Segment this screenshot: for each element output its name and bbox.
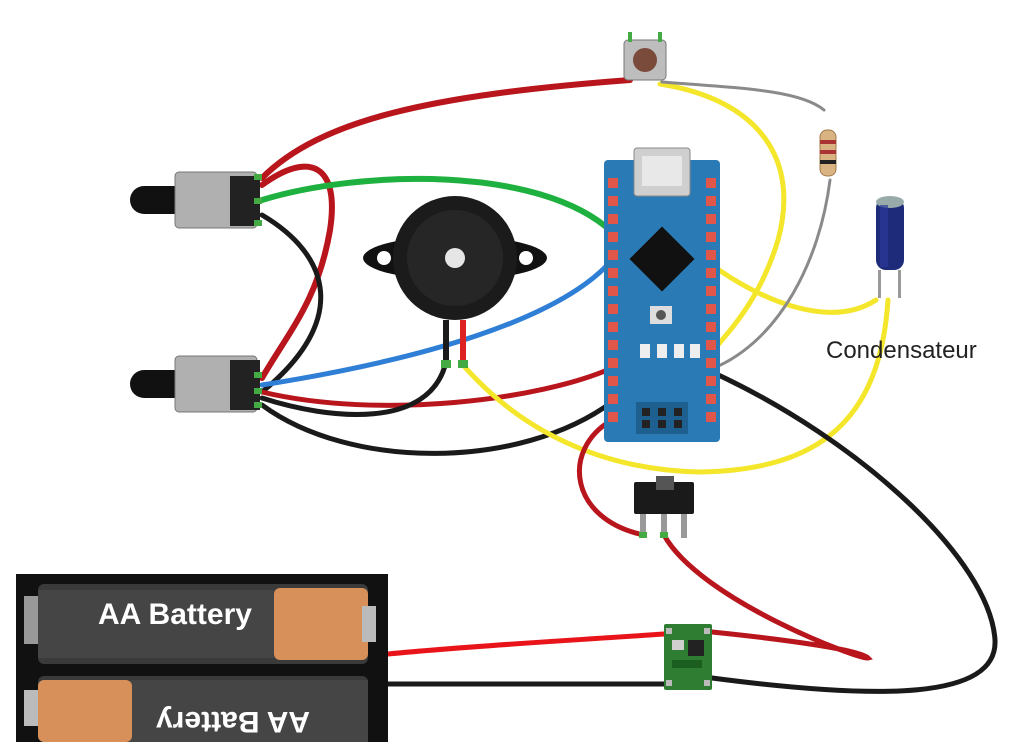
potentiometer-top <box>130 171 262 229</box>
wires <box>259 77 998 694</box>
wire-red-pot-button <box>259 77 633 181</box>
capacitor-label: Condensateur <box>826 337 977 364</box>
battery-cell-top: AA Battery <box>24 584 376 664</box>
nano-right-pins <box>706 178 716 422</box>
wire-black-pot-buzzer <box>259 359 449 417</box>
wire-red-pot-link <box>259 163 335 381</box>
battery-label-bottom: AA Battery <box>156 705 310 738</box>
nano-left-pins <box>608 178 618 422</box>
wire-gray-button-resistor <box>660 80 826 112</box>
wire-red-battery-module <box>385 631 667 657</box>
battery-cell-bottom: AA Battery <box>24 676 368 742</box>
wire-red-nano-switch <box>576 417 647 538</box>
wire-black-nano-module <box>709 369 998 694</box>
boost-converter-module <box>664 624 712 690</box>
wire-yellow-nano-cap <box>709 262 879 315</box>
battery-label-top: AA Battery <box>98 598 252 631</box>
push-button <box>623 32 667 81</box>
electrolytic-capacitor <box>876 196 904 298</box>
wire-blue-pot-nano <box>259 257 615 388</box>
slide-switch <box>634 476 694 538</box>
wire-red-switch-module <box>661 532 873 661</box>
wire-yellow-buzzer-cap <box>460 297 891 475</box>
wire-gray-resistor-nano <box>712 178 832 370</box>
potentiometer-bottom <box>130 355 262 413</box>
wire-red-pot-nano <box>259 365 615 408</box>
wire-green-pot-nano <box>259 175 615 235</box>
wire-yellow-button-nano <box>657 81 787 355</box>
wire-black-pot-link <box>259 212 324 395</box>
battery-holder: AA Battery AA Battery <box>16 574 388 742</box>
arduino-nano-board <box>604 147 720 442</box>
wire-black-pot-nano <box>259 399 615 456</box>
piezo-buzzer <box>363 196 547 368</box>
resistor <box>819 129 837 177</box>
